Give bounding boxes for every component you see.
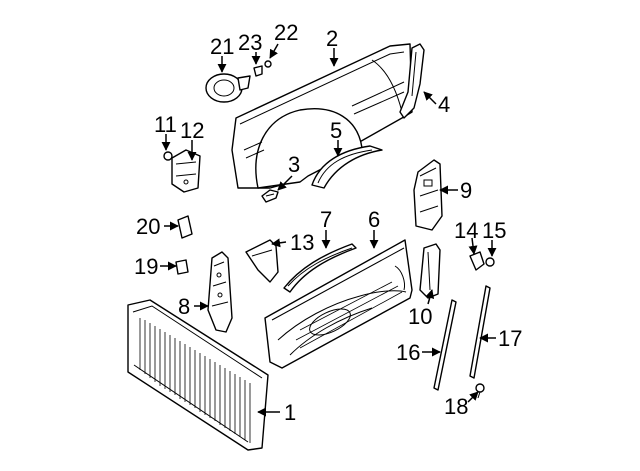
part-clip-20: [177, 215, 193, 239]
part-pillar-9: [413, 159, 443, 231]
part-cable-16: [433, 299, 457, 391]
part-wheelhouse-5: [311, 145, 383, 189]
part-fitting-15: [485, 257, 495, 267]
callout-6: 6: [368, 207, 380, 232]
leader-4: [423, 91, 437, 105]
part-bed-box-6: [264, 239, 413, 369]
callout-5: 5: [330, 118, 342, 143]
part-clip-23: [253, 65, 263, 77]
callout-13: 13: [290, 230, 314, 255]
part-side-panel: [231, 43, 413, 189]
part-hinge-11-12: [163, 149, 201, 193]
part-clip-22: [264, 60, 272, 68]
leader-13: [271, 238, 287, 248]
callout-14: 14: [454, 218, 478, 243]
callout-12: 12: [180, 118, 204, 143]
callout-11: 11: [154, 112, 177, 137]
callout-23: 23: [238, 30, 262, 55]
part-clip-3: [261, 189, 279, 203]
part-tailgate: [127, 299, 269, 451]
part-strip-7: [283, 243, 357, 293]
callout-16: 16: [396, 340, 420, 365]
leader-lines: [160, 43, 497, 417]
part-bracket-13: [245, 239, 279, 283]
part-brace-4: [399, 43, 425, 119]
callout-17: 17: [498, 326, 522, 351]
callout-18: 18: [444, 394, 468, 419]
callout-20: 20: [136, 214, 160, 239]
callout-9: 9: [460, 178, 472, 203]
callout-22: 22: [274, 20, 298, 45]
callout-21: 21: [210, 34, 234, 59]
part-cable-17: [469, 285, 491, 379]
callout-19: 19: [134, 254, 158, 279]
leader-14: [468, 237, 478, 255]
part-fitting-14: [469, 251, 485, 271]
leader-3: [277, 175, 293, 191]
part-fuel-door-21: [205, 73, 251, 103]
callout-8: 8: [178, 294, 190, 319]
callout-15: 15: [482, 218, 506, 243]
part-clip-19: [175, 259, 189, 275]
leader-10: [425, 289, 435, 305]
callout-7: 7: [320, 207, 332, 232]
callout-10: 10: [408, 304, 432, 329]
callout-3: 3: [288, 152, 300, 177]
part-bracket-8: [207, 251, 233, 333]
callout-2: 2: [326, 26, 338, 51]
callout-1: 1: [284, 400, 296, 425]
callout-labels: 1 2 3 4 5 6 7 8 9 10 11 12 13 14 15 16 1…: [134, 20, 522, 425]
callout-4: 4: [438, 92, 450, 117]
part-bolt-18: [475, 383, 485, 399]
part-stake-10: [419, 243, 441, 299]
leader-22: [269, 43, 279, 59]
leader-18: [467, 391, 479, 403]
